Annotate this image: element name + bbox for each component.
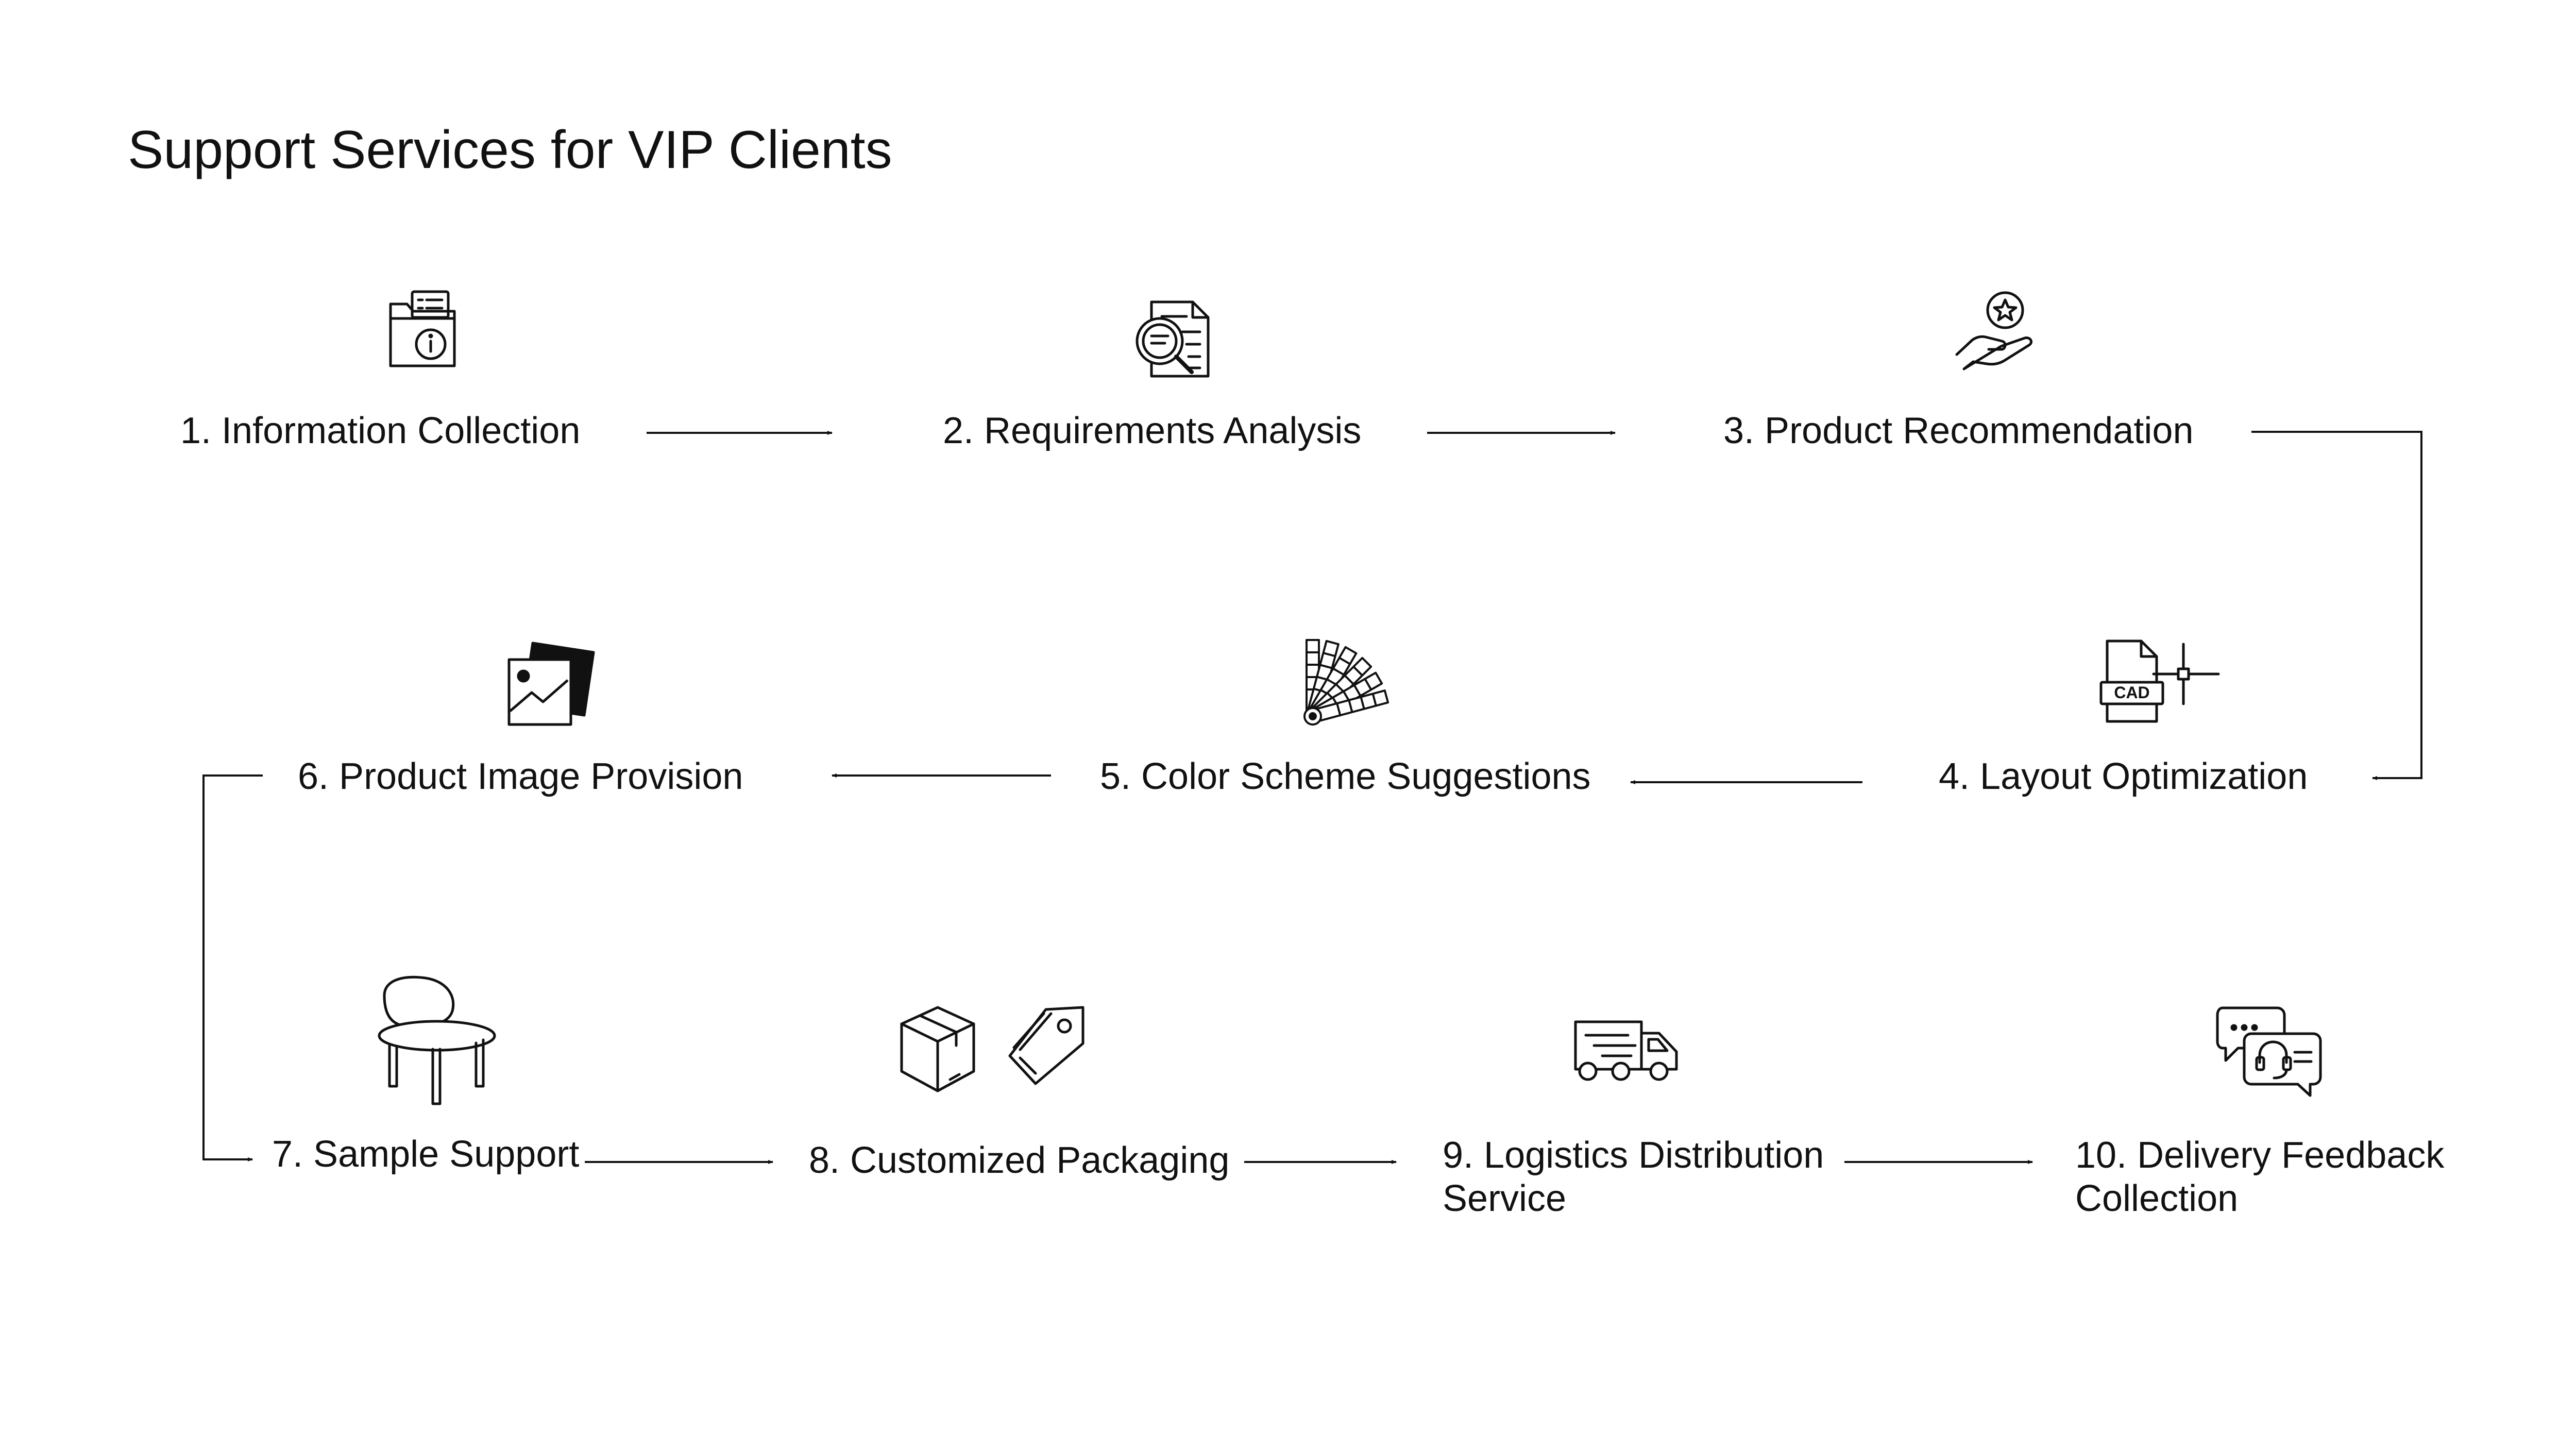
info-folder-icon bbox=[386, 289, 459, 371]
cad-file-icon: CAD bbox=[2097, 638, 2221, 726]
step-5-label: 5. Color Scheme Suggestions bbox=[1100, 756, 1591, 797]
step-2-label: 2. Requirements Analysis bbox=[943, 410, 1362, 451]
delivery-truck-icon bbox=[1571, 1018, 1680, 1082]
arrow-3-to-4 bbox=[2251, 431, 2422, 780]
chat-headset-icon bbox=[2215, 1005, 2324, 1098]
cad-badge-text: CAD bbox=[2114, 683, 2149, 702]
chair-icon bbox=[376, 974, 500, 1108]
arrow-6-to-7 bbox=[202, 774, 263, 1161]
step-3-label: 3. Product Recommendation bbox=[1723, 410, 2194, 451]
step-6-label: 6. Product Image Provision bbox=[298, 756, 743, 797]
step-4-label: 4. Layout Optimization bbox=[1939, 756, 2308, 797]
diagram-title: Support Services for VIP Clients bbox=[128, 120, 892, 180]
box-and-tag-icon bbox=[896, 1002, 1092, 1095]
color-swatch-icon bbox=[1298, 639, 1391, 729]
step-8-label: 8. Customized Packaging bbox=[809, 1140, 1230, 1181]
step-9-label: 9. Logistics Distribution Service bbox=[1443, 1135, 1824, 1219]
document-search-icon bbox=[1131, 298, 1213, 380]
image-gallery-icon bbox=[505, 639, 598, 729]
hand-star-icon bbox=[1953, 289, 2040, 374]
step-10-label: 10. Delivery Feedback Collection bbox=[2075, 1135, 2445, 1219]
step-7-label: 7. Sample Support bbox=[272, 1134, 580, 1175]
step-1-label: 1. Information Collection bbox=[180, 410, 581, 451]
